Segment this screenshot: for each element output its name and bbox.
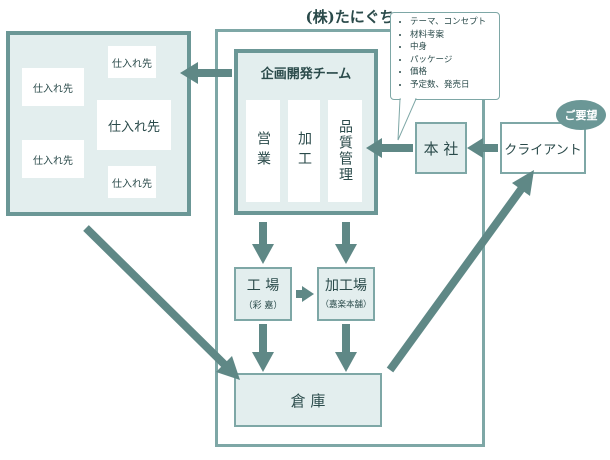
arrow-planning-to-factory: [252, 222, 274, 264]
processing-plant-label: 加工場: [325, 278, 367, 294]
headquarters-box: 本 社: [415, 122, 467, 174]
requirement-item: テーマ、コンセプト: [410, 16, 502, 29]
arrow-factory-to-warehouse: [252, 324, 274, 372]
requirement-item: 中身: [410, 41, 502, 54]
supplier-box: 仕入れ先: [22, 68, 84, 106]
client-request-badge: ご要望: [556, 100, 606, 130]
arrow-warehouse-to-client: [386, 170, 534, 373]
requirement-item: パッケージ: [410, 54, 502, 67]
requirements-bubble: [390, 12, 500, 100]
planning-team-title: 企画開発チーム: [260, 66, 352, 82]
company-title: (株)たにぐち: [270, 6, 430, 26]
processing-plant-sub: （嘉楽本舗）: [320, 300, 372, 310]
requirements-list: テーマ、コンセプト 材料考案 中身 パッケージ 価格 予定数、発売日: [392, 16, 502, 91]
supplier-box: 仕入れ先: [97, 100, 171, 150]
supplier-box: 仕入れ先: [22, 140, 84, 178]
requirement-item: 予定数、発売日: [410, 79, 502, 92]
arrow-planning-to-suppliers: [180, 62, 232, 84]
arrow-client-to-hq: [467, 138, 498, 158]
factory-box: [234, 267, 292, 321]
client-box: クライアント: [500, 122, 586, 174]
planning-processing: 加工: [288, 100, 320, 202]
requirement-item: 価格: [410, 66, 502, 79]
supplier-box: 仕入れ先: [108, 166, 156, 198]
factory-label: 工 場: [246, 278, 280, 294]
processing-plant-box: [317, 267, 375, 321]
supplier-box: 仕入れ先: [108, 46, 156, 78]
bubble-tail: [397, 98, 417, 141]
arrow-suppliers-to-warehouse: [83, 225, 240, 380]
arrow-factory-to-processing: [296, 286, 314, 302]
requirement-item: 材料考案: [410, 29, 502, 42]
arrow-planning-to-processing: [335, 222, 357, 264]
arrow-processing-to-warehouse: [335, 324, 357, 372]
planning-quality: 品質管理: [328, 100, 362, 202]
warehouse-box: 倉 庫: [234, 373, 382, 427]
planning-sales: 営業: [246, 100, 280, 202]
arrow-hq-to-planning: [366, 138, 413, 158]
factory-sub: （彩 嘉）: [243, 300, 283, 311]
